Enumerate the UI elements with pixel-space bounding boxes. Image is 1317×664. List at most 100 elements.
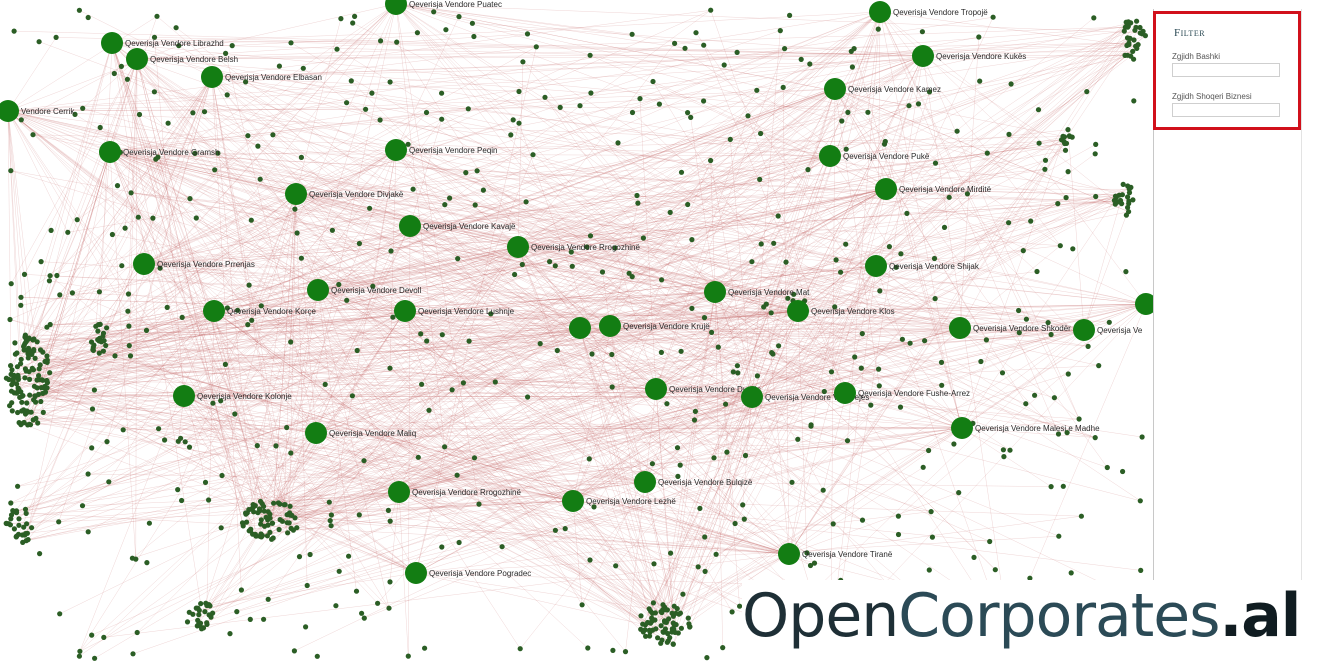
hub-node[interactable]: Qeverisja Vendore Fushe-Arrez (834, 382, 970, 404)
graph-edge (415, 572, 650, 610)
hub-node[interactable] (569, 317, 591, 339)
hub-node[interactable]: Qeverisja Vendore Shijak (865, 255, 980, 277)
graph-edge (27, 151, 111, 351)
hub-node[interactable]: Qeverisja Vendore Kavajë (399, 215, 516, 237)
graph-small-node (1057, 243, 1063, 249)
hub-node[interactable]: Qeverisja Vendore Vau Dejes (741, 386, 869, 408)
hub-node[interactable]: Qeverisja Vendore Tiranë (778, 543, 893, 565)
graph-edge (213, 310, 669, 642)
graph-small-node (939, 382, 945, 388)
hub-node[interactable]: Qeverisja Vendore Elbasan (201, 66, 322, 88)
graph-small-node (40, 377, 46, 383)
hub-node[interactable]: Qeverisja Vendore Rrogozhinë (507, 236, 641, 258)
graph-edge (211, 76, 302, 158)
hub-node[interactable]: Qeverisja Vendore Pukë (819, 145, 930, 167)
hub-node[interactable]: Qeverisja Vendore Gramsh (99, 141, 220, 163)
hub-node[interactable]: Qeverisja Vendore Mat (704, 281, 810, 303)
hub-node[interactable]: Qeverisja Vendore Maliq (305, 422, 416, 444)
graph-small-node (758, 130, 764, 137)
hub-node[interactable]: Qeverisja Vendore Shkodër (949, 317, 1071, 339)
hub-node[interactable]: Qeverisja Vendore Librazhd (101, 32, 224, 54)
graph-small-node (562, 526, 568, 532)
hub-node[interactable]: Qeverisja Vendore Lezhë (562, 490, 676, 512)
graph-edge (183, 395, 669, 642)
graph-edge (294, 392, 846, 519)
hub-node[interactable]: Qeverisja Vendore Bulqizë (634, 471, 753, 493)
graph-edge (680, 188, 887, 614)
graph-edge (29, 188, 887, 372)
graph-edge (164, 427, 963, 441)
graph-edge (317, 289, 667, 404)
hub-node-label: Qeverisja Vendore Maliq (329, 429, 416, 438)
hub-node[interactable]: Qeverisja Vendore Malesi e Madhe (951, 417, 1100, 439)
hub-node[interactable]: Qeverisja Vendore Korçe (203, 300, 316, 322)
graph-small-node (1048, 331, 1054, 338)
graph-edge (572, 500, 909, 587)
graph-small-node (1124, 52, 1131, 58)
hub-node[interactable]: Qeverisja Vendore Kamez (824, 78, 941, 100)
graph-edge (109, 151, 684, 595)
hub-node-label: Qeverisja Vendore Tropojë (893, 8, 988, 17)
graph-edge (751, 28, 879, 398)
graph-small-node (270, 132, 276, 138)
hub-node[interactable]: Qeverisja Vendore Belsh (126, 48, 238, 70)
graph-edge (206, 225, 411, 606)
hub-node[interactable]: Qeverisja Vendore Prrenjas (133, 253, 255, 275)
graph-edge (29, 188, 887, 351)
hub-node[interactable]: Qeverisja Vendore Tropojë (869, 1, 988, 23)
graph-edge (395, 3, 1141, 501)
graph-small-node (89, 632, 95, 638)
hub-node[interactable]: Qeverisja Vendore Kolonje (173, 385, 292, 407)
hub-node[interactable]: Qeverisja Vendore Durrës (645, 378, 761, 400)
graph-small-node (525, 394, 531, 400)
graph-small-node (353, 588, 360, 594)
graph-small-node (261, 616, 267, 622)
graph-edge (20, 155, 831, 306)
hub-node[interactable]: Qeverisja Vendore Pogradec (405, 562, 531, 584)
hub-node-circle (388, 481, 410, 503)
hub-node[interactable]: Qeverisja Vendore Krujë (599, 315, 710, 337)
graph-small-node (516, 120, 522, 126)
hub-node[interactable]: Qeverisja Vendore Puatec (385, 0, 502, 15)
graph-small-node (390, 314, 396, 320)
hub-node[interactable]: Qeverisja Vendore Peqin (385, 139, 498, 161)
graph-edge (16, 325, 611, 512)
graph-small-node (669, 610, 675, 616)
hub-node[interactable] (1135, 293, 1157, 315)
graph-edge (517, 246, 733, 612)
graph-small-node (387, 518, 393, 524)
hub-node[interactable]: Qeverisja Vendore Kukës (912, 45, 1026, 67)
hub-node[interactable]: Qeverisja Vendore Lushnje (394, 300, 515, 322)
business-select[interactable] (1172, 103, 1280, 117)
graph-edge (317, 103, 919, 291)
graph-edge (211, 76, 288, 533)
graph-edge (136, 58, 835, 308)
hub-node[interactable]: Qeverisja Vendore Klos (787, 300, 895, 322)
graph-small-node (253, 533, 259, 539)
graph-small-node (649, 610, 656, 616)
hub-node[interactable]: Qeverisja Vendore Devoll (307, 279, 421, 301)
hub-node-label: Qeverisja Vendore Bulqizë (658, 478, 753, 487)
graph-edge (23, 346, 657, 390)
graph-edge (143, 263, 932, 512)
graph-edge (359, 246, 519, 515)
hub-node[interactable]: Qeverisja Ve (1073, 319, 1143, 341)
graph-edge (829, 105, 910, 157)
graph-edge (663, 291, 716, 633)
hub-node[interactable]: Qeverisja Vendore Mirditë (875, 178, 992, 200)
graph-edge (29, 88, 836, 425)
hub-node[interactable]: Qeverisja Vendore Rrogozhinë (388, 481, 522, 503)
graph-edge (663, 265, 877, 633)
graph-small-node (1027, 575, 1033, 581)
graph-small-node (439, 544, 445, 550)
graph-edge (640, 553, 790, 630)
graph-small-node (254, 443, 260, 449)
graph-edge (44, 188, 887, 362)
municipality-select[interactable] (1172, 63, 1280, 77)
graph-small-node (735, 370, 741, 376)
hub-node[interactable]: Vendore Cerrik (0, 100, 75, 122)
graph-edge (714, 291, 824, 491)
graph-small-node (279, 518, 285, 524)
hub-node[interactable]: Qeverisja Vendore Divjakë (285, 183, 404, 205)
